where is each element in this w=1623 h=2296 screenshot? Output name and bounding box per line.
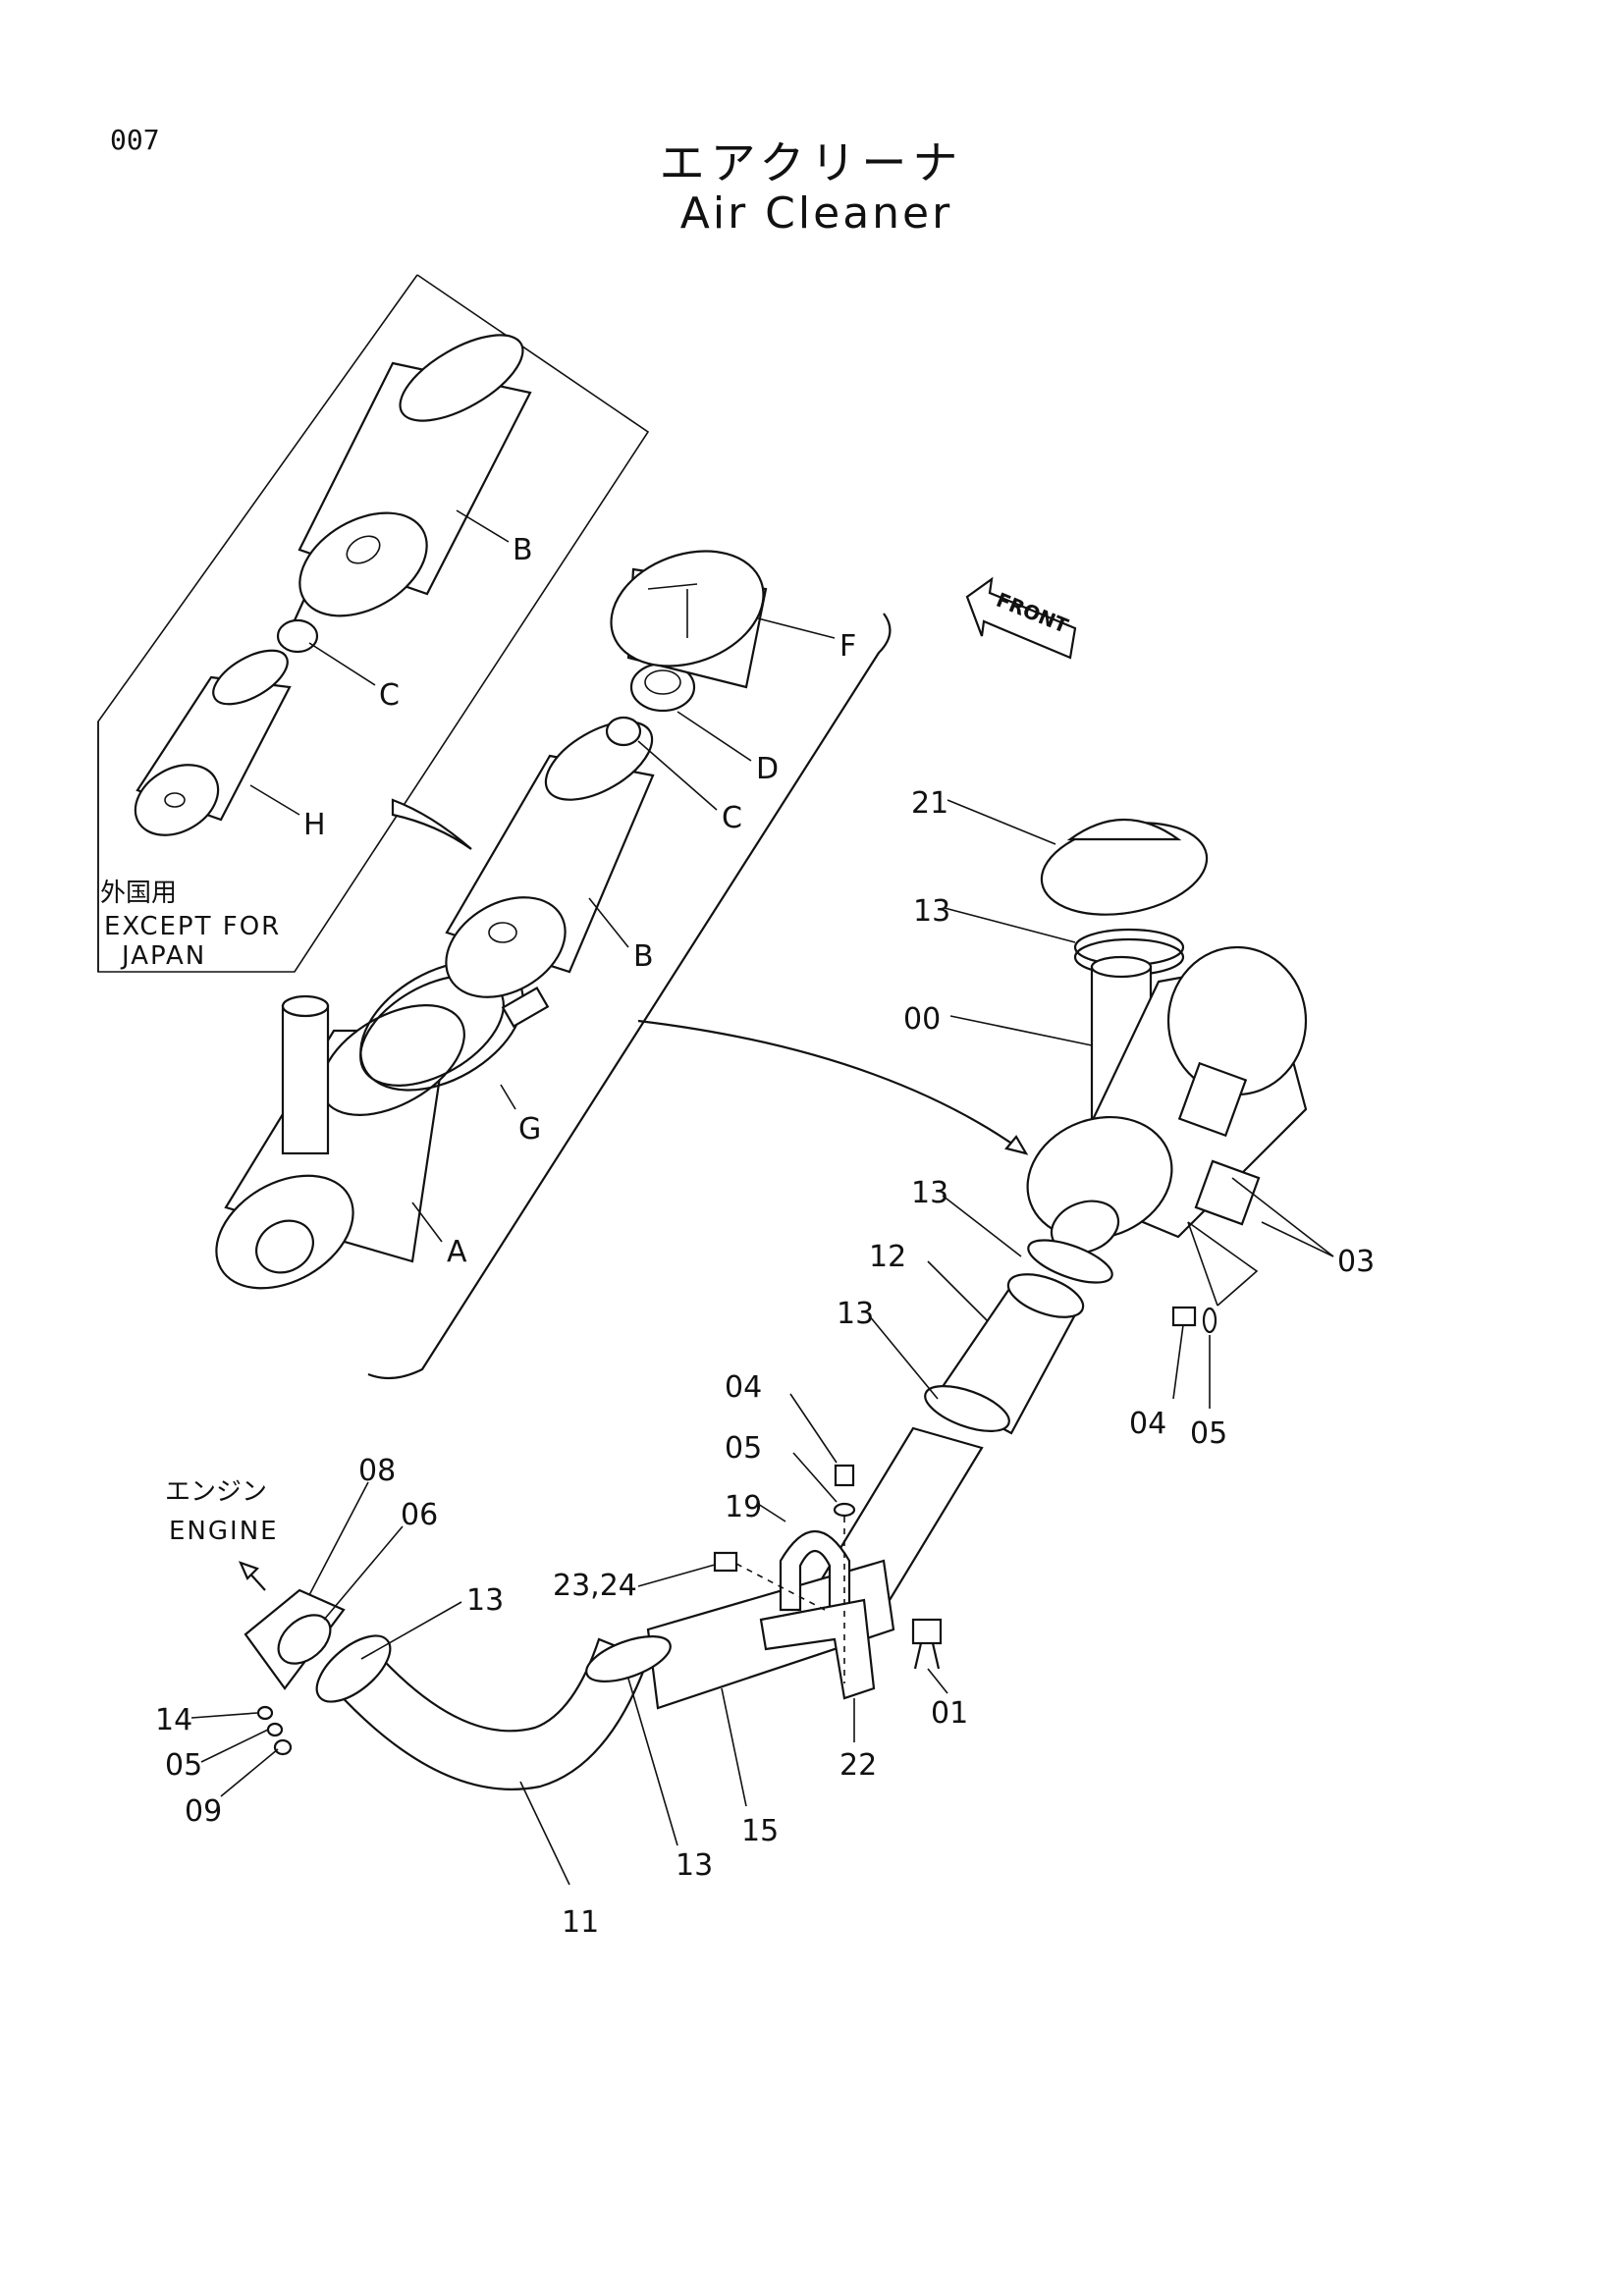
wing-nut-c [605, 716, 642, 747]
inset-note-ja: 外国用 [100, 879, 177, 908]
label-13-engine: 13 [466, 1583, 504, 1618]
washer-05-right [1202, 1307, 1217, 1334]
label-b: B [633, 939, 654, 974]
label-13-top: 13 [913, 894, 950, 929]
inset-note-en-2: JAPAN [120, 941, 206, 971]
label-11: 11 [562, 1905, 599, 1940]
assembly-pointer-head [1004, 1135, 1029, 1155]
label-14: 14 [155, 1703, 192, 1737]
assembly-pointer-line [637, 1019, 1027, 1154]
label-21: 21 [911, 786, 948, 821]
label-h: H [303, 808, 326, 842]
nut-09 [273, 1738, 293, 1756]
inset-filter-element-h [134, 649, 292, 836]
label-22: 22 [839, 1748, 877, 1783]
inset-wing-nut-c [276, 598, 319, 654]
bolt-04-right [1171, 1306, 1197, 1327]
flange-06 [277, 1614, 332, 1665]
label-04-right: 04 [1129, 1407, 1166, 1441]
washer-05-engine [266, 1722, 284, 1737]
inset-note-en-1: EXCEPT FOR [104, 912, 281, 941]
label-15: 15 [741, 1814, 779, 1848]
label-00: 00 [903, 1002, 941, 1037]
label-04-center: 04 [725, 1370, 762, 1405]
inset-note: 外国用 EXCEPT FOR JAPAN [100, 879, 281, 971]
washer-14 [256, 1705, 274, 1721]
mount-bracket-22 [759, 1598, 876, 1700]
label-05-right: 05 [1190, 1416, 1227, 1451]
label-13-hose: 13 [837, 1297, 874, 1331]
washer-05-vertical [833, 1502, 856, 1518]
label-05-center: 05 [725, 1431, 762, 1466]
page-title-english: Air Cleaner [679, 188, 953, 239]
label-13-mid: 13 [911, 1176, 948, 1210]
filter-element-b [445, 721, 655, 998]
bracket-outline-03 [1187, 1221, 1259, 1307]
label-19: 19 [725, 1490, 762, 1524]
clamp-13-lower-hose [924, 1385, 1010, 1432]
label-12: 12 [869, 1240, 906, 1274]
label-g: G [518, 1112, 541, 1147]
page-title-japanese: エアクリーナ [659, 136, 964, 189]
bolt-04-vertical [834, 1464, 855, 1487]
front-direction-arrow: FRONT [965, 576, 1077, 660]
engine-direction-arrow [238, 1561, 266, 1591]
air-cleaner-body-a [215, 994, 465, 1290]
leader-lines [190, 509, 1334, 1886]
inset-panel [97, 274, 650, 973]
precleaner-cap-21 [1040, 818, 1209, 916]
part-labels: B C H F D C B G A 21 13 00 13 03 12 13 0… [155, 533, 1375, 1940]
grommet-d [629, 662, 696, 713]
label-f: F [839, 629, 856, 664]
clamp-13-lower [585, 1635, 672, 1682]
label-c: C [722, 801, 742, 835]
bracket-part-01 [911, 1618, 943, 1670]
engine-label-en: ENGINE [169, 1517, 279, 1546]
label-a: A [447, 1235, 467, 1269]
inset-pointer-arrow [391, 798, 472, 850]
bolt-23-24 [713, 1551, 826, 1611]
cover-f [610, 550, 768, 689]
installed-air-cleaner [1026, 945, 1308, 1255]
page-number: 007 [110, 124, 160, 156]
label-23-24: 23,24 [553, 1569, 637, 1603]
assembly-bracket [367, 613, 892, 1380]
label-b-inset: B [513, 533, 533, 567]
label-13-bottom: 13 [676, 1848, 713, 1883]
label-06: 06 [401, 1498, 438, 1532]
label-01: 01 [931, 1696, 968, 1731]
label-d: D [756, 752, 779, 786]
label-c-inset: C [379, 678, 400, 713]
inset-filter-element-b [298, 334, 532, 617]
label-09: 09 [185, 1794, 222, 1829]
label-05-engine: 05 [165, 1748, 202, 1783]
clamp-13-upper-hose [1027, 1239, 1113, 1284]
label-03: 03 [1337, 1245, 1375, 1279]
label-08: 08 [358, 1454, 396, 1488]
engine-label-ja: エンジン [165, 1477, 267, 1507]
